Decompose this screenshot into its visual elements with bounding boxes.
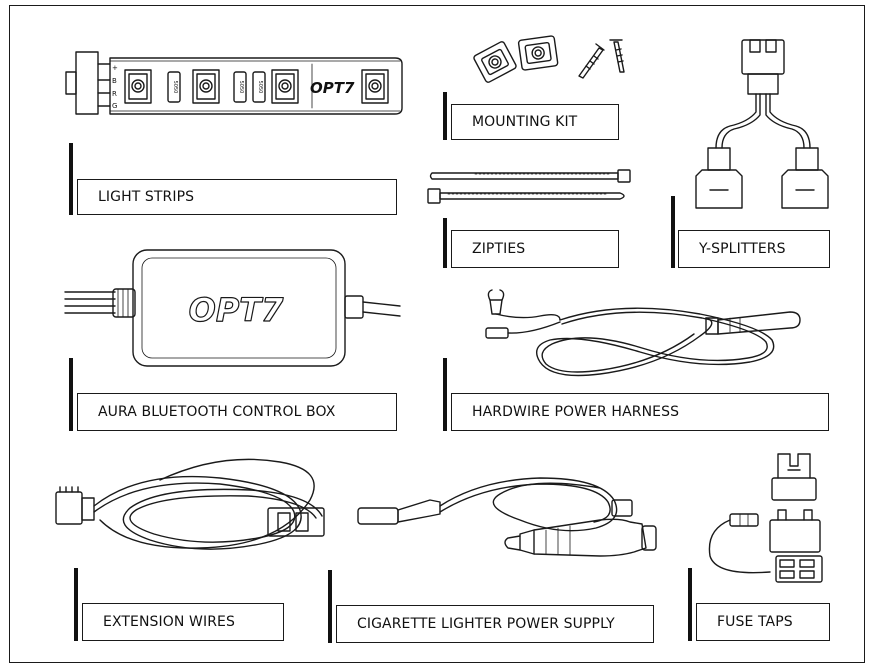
zipties-label: ZIPTIES [451,230,619,268]
control-box-logo: OPT7 [189,291,284,329]
label-accent-bar [69,358,73,431]
hardwire-harness-label: HARDWIRE POWER HARNESS [451,393,829,431]
led-chip [271,69,299,104]
label-accent-bar [74,568,78,641]
extension-wires-illustration [55,458,325,550]
y-splitter-illustration [695,39,829,209]
label-accent-bar [443,92,447,140]
label-accent-bar [443,218,447,268]
label-accent-bar [443,358,447,431]
mounting-kit-illustration [473,35,625,83]
light-strip-illustration [65,51,403,115]
light-strips-label: LIGHT STRIPS [77,179,397,215]
hardwire-harness-illustration [485,289,801,377]
zipties-illustration [427,169,631,204]
label-accent-bar [328,570,332,643]
resistor-mark: 5050 [257,81,263,94]
resistor-mark: 5050 [238,81,244,94]
screw-icon [609,39,625,73]
label-accent-bar [69,143,73,215]
resistor-mark: 5050 [172,81,178,94]
cigarette-supply-label: CIGARETTE LIGHTER POWER SUPPLY [336,605,654,643]
label-accent-bar [688,568,692,641]
control-box-label: AURA BLUETOOTH CONTROL BOX [77,393,397,431]
control-box-illustration [64,249,401,367]
led-chip [192,69,220,104]
strip-brand-logo: OPT7 [310,79,355,97]
y-splitters-label: Y-SPLITTERS [678,230,830,268]
pin-label: R [112,90,117,98]
pin-label: + [112,64,118,72]
pin-label: B [112,77,117,85]
screw-icon [578,43,605,79]
pin-label: G [112,102,117,110]
label-accent-bar [671,196,675,268]
led-chip [361,69,389,104]
cigarette-lighter-illustration [357,477,657,557]
diagram-frame [9,5,865,663]
mounting-kit-label: MOUNTING KIT [451,104,619,140]
led-chip [124,69,152,104]
fuse-taps-label: FUSE TAPS [696,603,830,641]
fuse-taps-illustration [708,453,823,583]
extension-wires-label: EXTENSION WIRES [82,603,284,641]
